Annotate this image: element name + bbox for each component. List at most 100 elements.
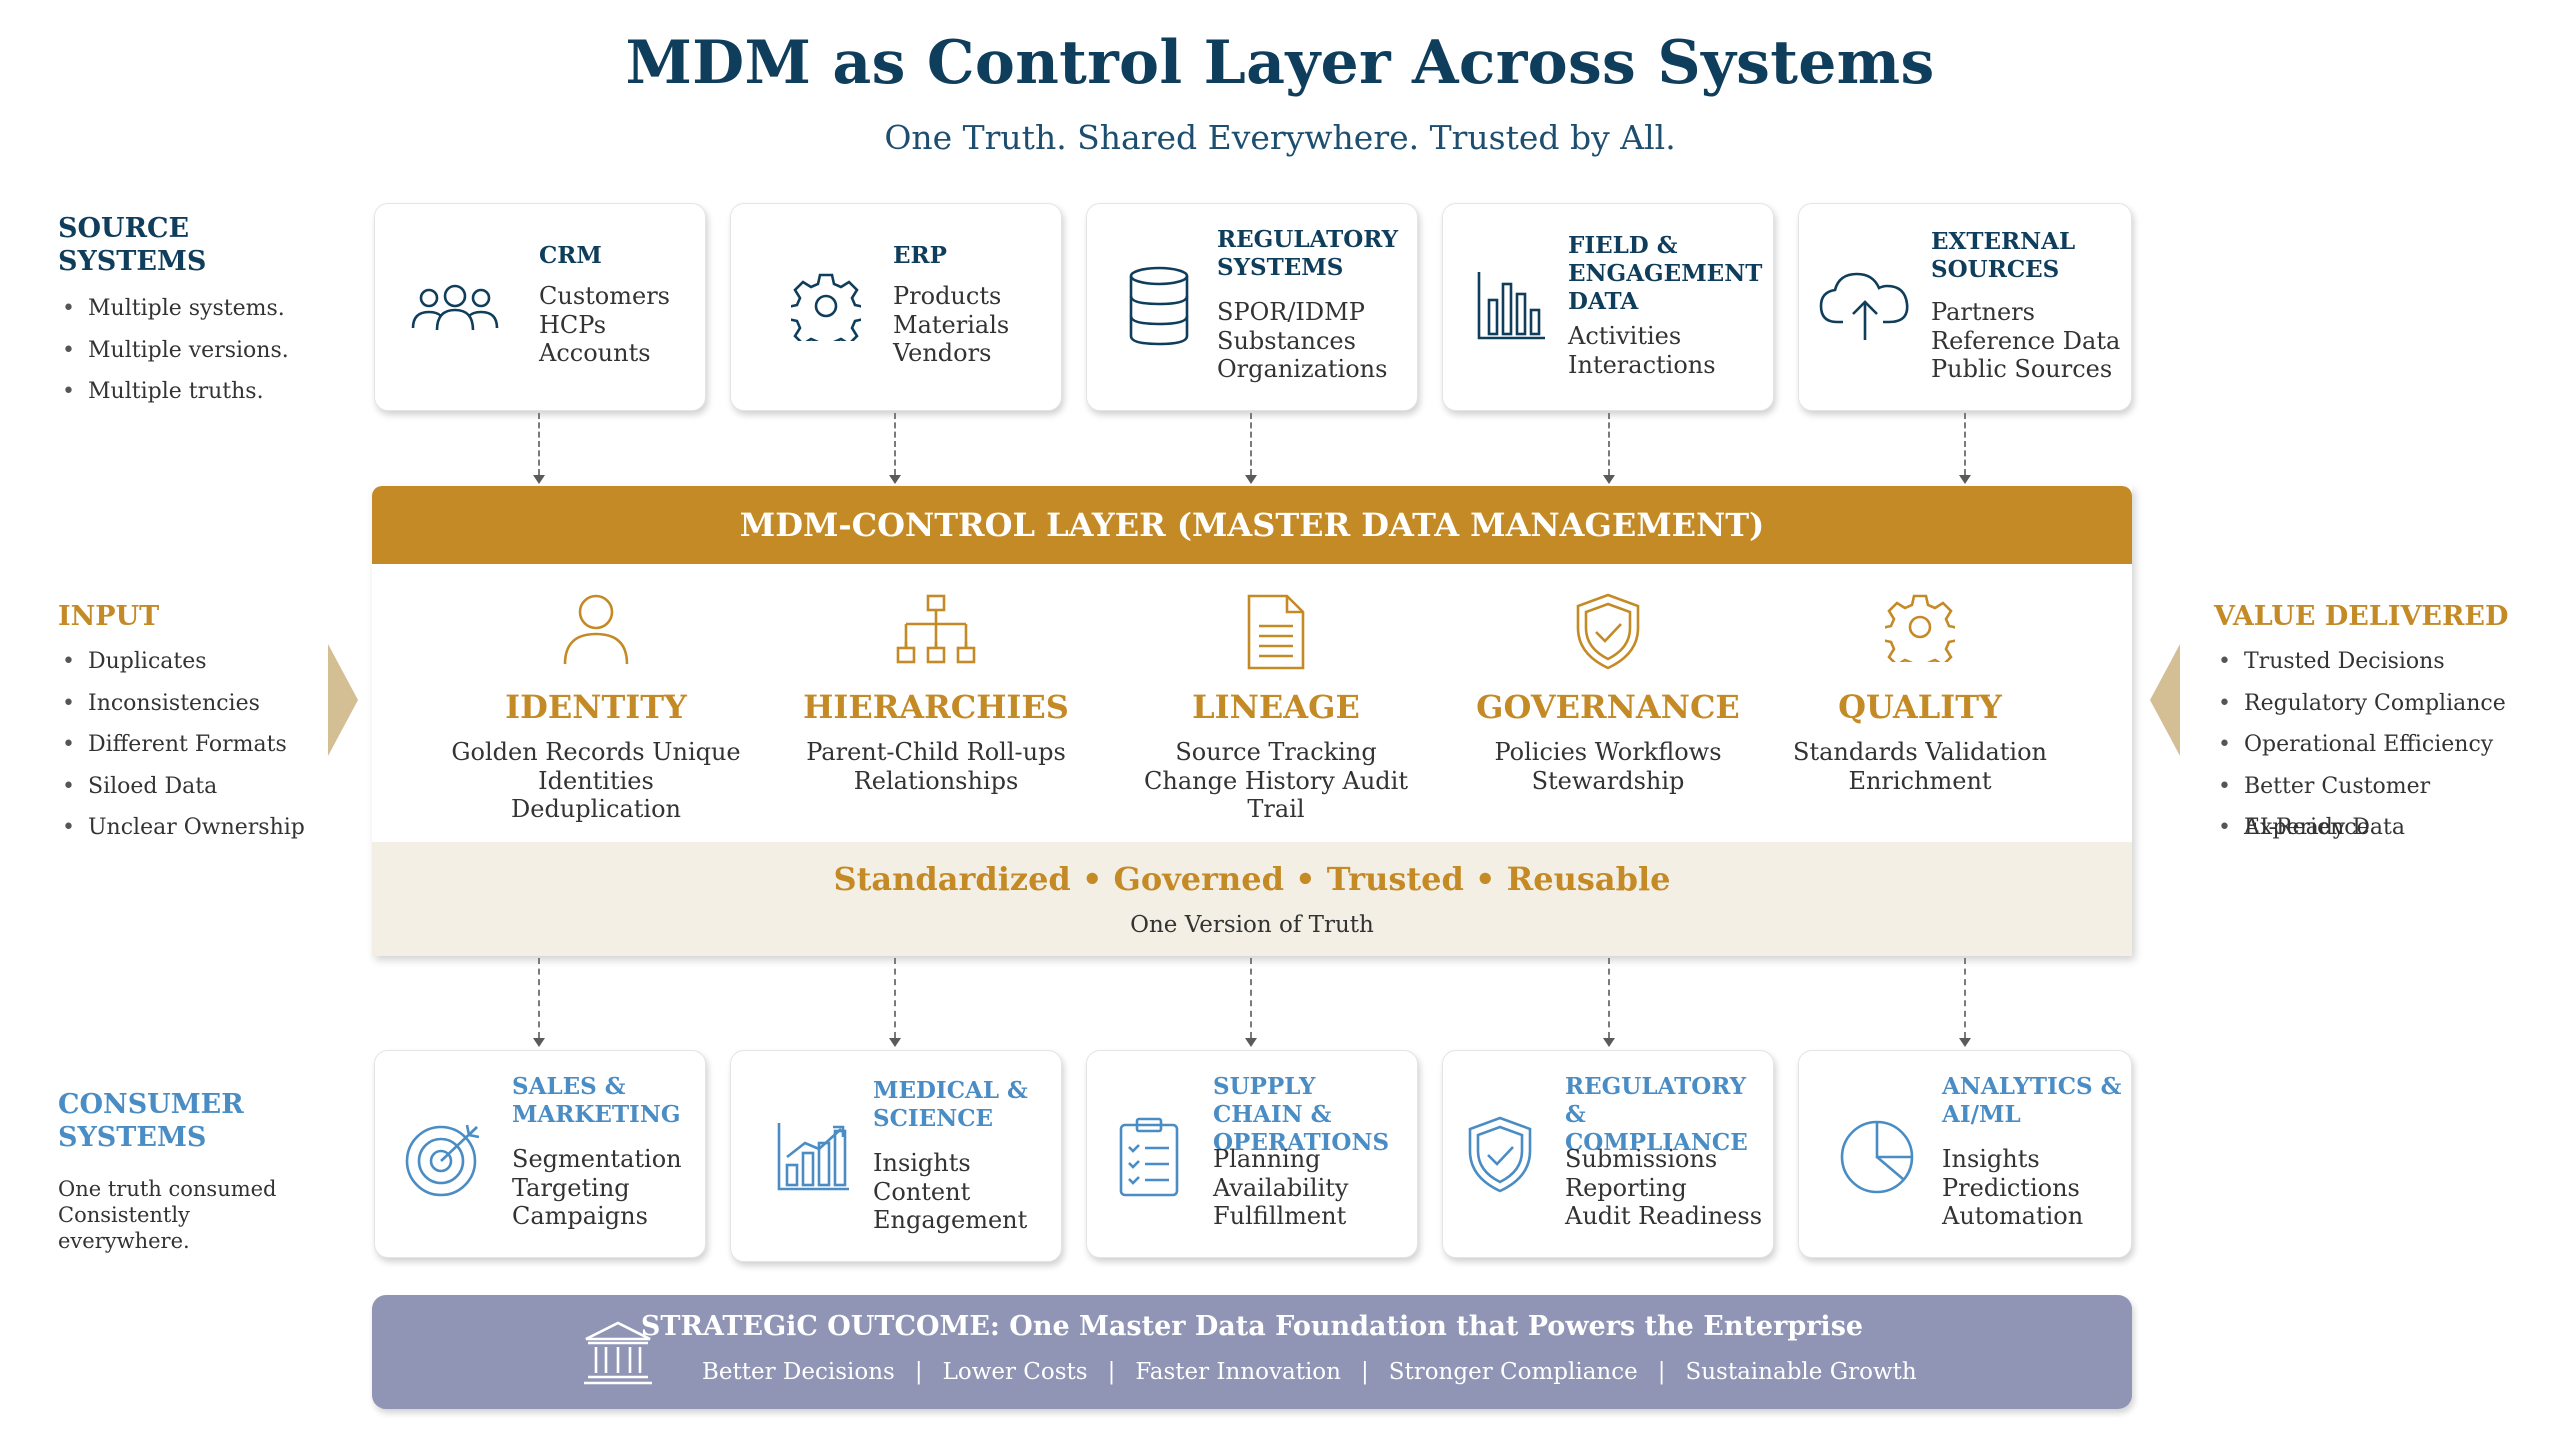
separator: | [1360,1359,1369,1385]
capability-title: IDENTITY [505,688,687,726]
card-item: Engagement [873,1206,1028,1234]
users-icon [411,276,499,340]
value-bullets: Trusted Decisions Regulatory Compliance … [2214,641,2544,849]
capability-desc: Parent-Child Roll-ups Relationships [806,738,1066,795]
card-title: SUPPLY CHAIN & OPERATIONS [1213,1073,1390,1156]
card-item: Public Sources [1931,355,2113,383]
card-item: Audit Readiness [1565,1202,1763,1230]
card-items: Partners Reference Data Public Sources [1931,298,2121,384]
connector-line [538,958,540,1038]
bullet-item: Inconsistencies [58,683,348,725]
bullet-item: Multiple systems. [58,288,328,330]
source-card-regulatory[interactable]: REGULATORY SYSTEMS SPOR/IDMP Substances … [1086,203,1418,411]
mdm-header: MDM-CONTROL LAYER (MASTER DATA MANAGEMEN… [372,486,2132,564]
strategic-item: Faster Innovation [1135,1359,1341,1385]
bullet-item: Different Formats [58,724,348,766]
consumer-systems-heading: CONSUMER SYSTEMS [58,1089,244,1153]
card-item: Campaigns [512,1202,648,1230]
connector-line [894,958,896,1038]
connector-line [1964,958,1966,1038]
shield-check-icon [1465,1115,1535,1195]
card-title: MEDICAL & SCIENCE [873,1077,1028,1132]
capability-lineage: LINEAGE Source Tracking Change History A… [1100,592,1452,824]
bullet-item: Multiple truths. [58,371,328,413]
consumer-systems-text: One truth consumed Consistently everywhe… [58,1177,277,1253]
card-item: Targeting [512,1173,630,1202]
bullet-item: Operational Efficiency [2214,724,2544,766]
consumer-card-sales-marketing[interactable]: SALES & MARKETING Segmentation Targeting… [374,1050,706,1258]
card-items: Activities Interactions [1568,322,1768,379]
card-item: Availability [1213,1173,1349,1202]
consumer-card-regulatory-compliance[interactable]: REGULATORY & COMPLIANCE Submissions Repo… [1442,1050,1774,1258]
capability-desc: Policies Workflows Stewardship [1494,738,1722,795]
consumer-card-supply-chain[interactable]: SUPPLY CHAIN & OPERATIONS Planning Avail… [1086,1050,1418,1258]
consumer-card-analytics[interactable]: ANALYTICS & AI/ML Insights Predictions A… [1798,1050,2132,1258]
card-items: Customers HCPs Accounts [539,282,699,368]
strategic-title: STRATEGiC OUTCOME: One Master Data Found… [640,1311,1864,1342]
card-item: Content [873,1177,971,1206]
gear-icon [791,271,861,341]
connector-line [894,413,896,475]
card-item: Reference Data [1931,326,2121,355]
source-card-erp[interactable]: ERP Products Materials Vendors [730,203,1062,411]
input-heading: INPUT [58,601,160,632]
database-icon [1127,266,1191,346]
card-item: Reporting [1565,1173,1687,1202]
card-item: SPOR/IDMP [1217,298,1365,326]
card-title: EXTERNAL SOURCES [1931,228,2076,283]
bullet-item: Better Customer Experience [2214,766,2544,841]
card-item: HCPs [539,310,607,339]
shield-check-icon [1573,592,1643,672]
arrow-down-icon [1245,475,1257,484]
mdm-footer-tagline: Standardized • Governed • Trusted • Reus… [833,860,1671,898]
connector-line [1608,413,1610,475]
bank-icon [582,1319,654,1387]
strategic-item: Sustainable Growth [1685,1359,1917,1385]
connector-line [1608,958,1610,1038]
cloud-upload-icon [1819,270,1911,342]
card-title: FIELD & ENGAGEMENT DATA [1568,232,1763,315]
connector-line [1250,958,1252,1038]
bullet-item: Regulatory Compliance [2214,683,2544,725]
card-title: SALES & MARKETING [512,1073,681,1128]
strategic-item: Lower Costs [942,1359,1088,1385]
card-items: Products Materials Vendors [893,282,1053,368]
card-title: CRM [539,242,602,269]
arrow-down-icon [533,1038,545,1047]
arrow-down-icon [533,475,545,484]
capability-title: LINEAGE [1192,688,1360,726]
arrow-down-icon [1245,1038,1257,1047]
card-item: Segmentation [512,1145,682,1173]
clipboard-icon [1117,1115,1181,1197]
card-item: Planning [1213,1145,1321,1173]
card-items: Submissions Reporting Audit Readiness [1565,1145,1765,1231]
card-item: Fulfillment [1213,1202,1347,1230]
connector-line [538,413,540,475]
capability-desc: Source Tracking Change History Audit Tra… [1144,738,1408,823]
page-title: MDM as Control Layer Across Systems [625,28,1935,98]
consumer-card-medical-science[interactable]: MEDICAL & SCIENCE Insights Content Engag… [730,1050,1062,1262]
separator: | [914,1359,923,1385]
capability-title: HIERARCHIES [803,688,1069,726]
source-card-field-engagement[interactable]: FIELD & ENGAGEMENT DATA Activities Inter… [1442,203,1774,411]
connector-line [1250,413,1252,475]
card-item: Materials [893,310,1010,339]
capability-title: QUALITY [1838,688,2002,726]
arrow-down-icon [889,475,901,484]
card-item: Products [893,282,1002,310]
capability-hierarchies: HIERARCHIES Parent-Child Roll-ups Relati… [760,592,1112,795]
bar-growth-icon [777,1121,851,1191]
capability-governance: GOVERNANCE Policies Workflows Stewardshi… [1432,592,1784,795]
card-item: Submissions [1565,1145,1718,1173]
mdm-footer: Standardized • Governed • Trusted • Reus… [372,842,2132,956]
card-title: REGULATORY SYSTEMS [1217,226,1399,281]
arrow-down-icon [1603,1038,1615,1047]
card-item: Accounts [539,339,651,367]
bullet-item: Duplicates [58,641,348,683]
mdm-footer-subtitle: One Version of Truth [1130,912,1374,938]
source-card-crm[interactable]: CRM Customers HCPs Accounts [374,203,706,411]
card-item: Activities [1568,322,1682,350]
capability-desc: Golden Records Unique Identities Dedupli… [451,738,741,823]
source-card-external[interactable]: EXTERNAL SOURCES Partners Reference Data… [1798,203,2132,411]
pie-chart-icon [1839,1117,1917,1195]
